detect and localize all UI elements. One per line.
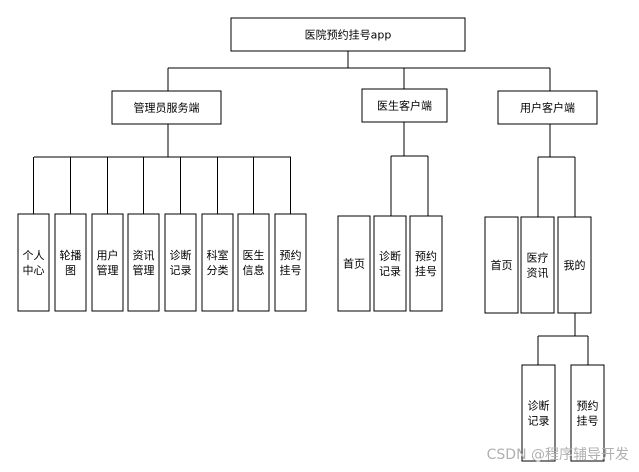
watermark-text: CSDN @程序辅导开发 [487,447,629,463]
node-user-home: 首页 [484,216,519,314]
node-admin-doctors-box [237,213,270,312]
branch-user-box [497,90,598,125]
node-mine-booking-label: 预约 [577,400,599,413]
node-user-home-label: 首页 [491,258,513,272]
branch-doctor-box [361,88,448,123]
branch-user-label: 用户客户端 [520,101,575,115]
node-admin-news-label: 资讯 [133,249,155,262]
root-node: 医院预约挂号app [230,17,466,52]
node-user-medical-news-label: 资讯 [527,267,549,280]
node-admin-news-box [127,213,160,312]
node-admin-personal-label: 个人 [23,249,45,262]
node-admin-users-box [91,213,124,312]
node-doctor-booking-label: 挂号 [415,264,437,278]
node-doctor-records-label: 诊断 [379,249,401,263]
node-admin-records-label: 诊断 [170,248,192,262]
node-admin-news-label: 管理 [133,263,155,277]
root-node-label: 医院预约挂号app [305,28,392,42]
node-doctor-booking: 预约挂号 [409,215,443,312]
node-doctor-home-label: 首页 [343,257,365,271]
node-admin-booking-box [274,213,307,312]
node-mine-records-label: 诊断 [528,399,550,413]
node-admin-carousel: 轮播图 [54,213,87,312]
branch-doctor: 医生客户端 [361,88,448,123]
node-admin-booking-label: 挂号 [280,263,302,277]
node-user-medical-news-box [520,216,555,314]
node-admin-departments-label: 分类 [207,263,229,277]
node-doctor-home: 首页 [337,215,371,312]
node-user-medical-news-label: 医疗 [527,251,549,265]
node-admin-users-label: 管理 [97,263,119,277]
node-mine-records-box [521,364,556,462]
node-admin-users-label: 用户 [97,248,119,262]
node-user-mine-label: 我的 [564,258,586,272]
node-admin-doctors-label: 医生 [243,248,265,262]
node-admin-records-box [164,213,197,312]
node-admin-departments-label: 科室 [207,248,229,262]
node-admin-personal-label: 中心 [23,264,45,277]
diagram-nodes: 医院预约挂号app管理员服务端医生客户端用户客户端个人中心轮播图用户管理资讯管理… [17,17,605,462]
node-doctor-records-label: 记录 [379,265,401,278]
connector-lines [33,51,589,365]
node-admin-personal-box [17,213,50,312]
node-admin-departments-box [201,213,234,312]
node-admin-doctors-label: 信息 [243,263,265,277]
branch-admin-label: 管理员服务端 [134,101,200,115]
node-admin-booking: 预约挂号 [274,213,307,312]
node-doctor-home-box [337,215,371,312]
node-mine-booking-label: 挂号 [577,414,599,428]
node-doctor-booking-box [409,215,443,312]
node-user-mine: 我的 [557,216,592,314]
node-admin-carousel-box [54,213,87,312]
node-mine-booking: 预约挂号 [570,364,605,462]
node-mine-booking-box [570,364,605,462]
node-admin-booking-label: 预约 [280,249,302,262]
node-admin-records-label: 记录 [170,264,192,277]
node-admin-carousel-label: 轮播 [60,248,82,262]
branch-admin-box [111,90,222,125]
node-doctor-records-box [373,215,407,312]
branch-admin: 管理员服务端 [111,90,222,125]
node-user-mine-box [557,216,592,314]
node-mine-records-label: 记录 [528,415,550,428]
branch-user: 用户客户端 [497,90,598,125]
branch-doctor-label: 医生客户端 [377,99,432,113]
node-admin-carousel-label: 图 [65,264,76,277]
root-node-box [230,17,466,52]
node-user-home-box [484,216,519,314]
node-doctor-booking-label: 预约 [415,250,437,263]
